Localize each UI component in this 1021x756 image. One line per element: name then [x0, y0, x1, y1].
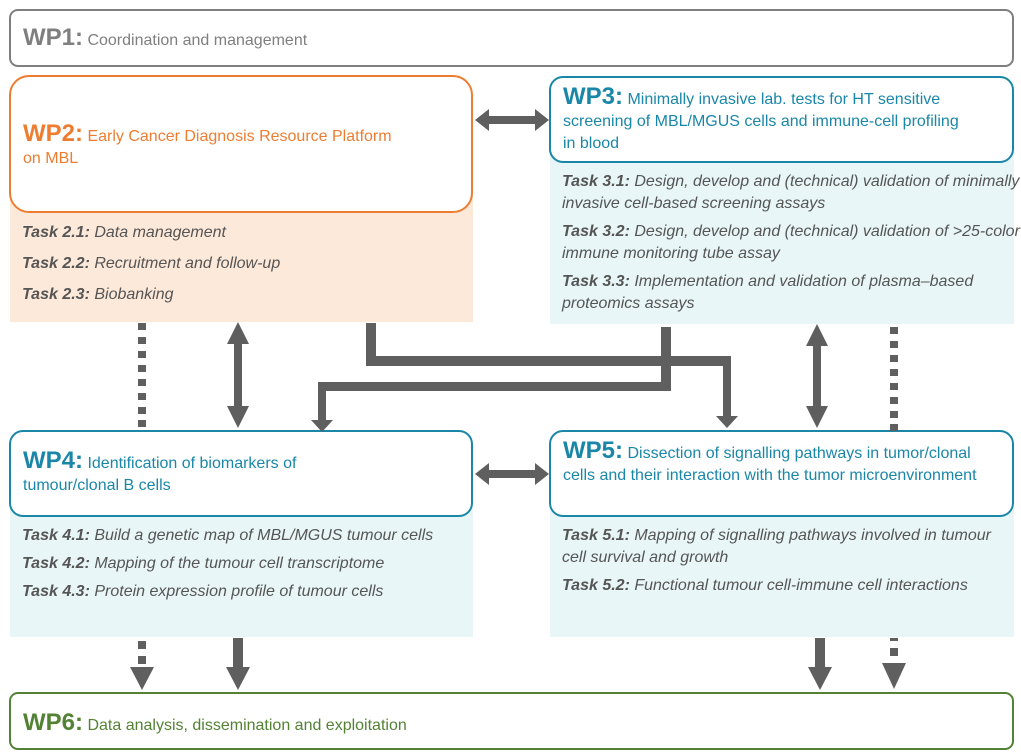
wp3-wp5-dotted-line	[890, 327, 898, 431]
task-item: Task 3.2: Design, develop and (technical…	[562, 223, 1020, 262]
wp3-tasks-panel	[550, 150, 1014, 324]
wp5-wp6-arrow	[808, 638, 832, 690]
wp2-box: WP2: Early Cancer Diagnosis Resource Pla…	[9, 75, 473, 213]
task-item: Task 5.2: Functional tumour cell-immune …	[562, 577, 968, 594]
wp6-title: Data analysis, dissemination and exploit…	[87, 717, 407, 734]
wp3-title: Minimally invasive lab. tests for HT sen…	[563, 91, 959, 152]
task-item: Task 5.1: Mapping of signalling pathways…	[562, 527, 991, 566]
task-item: Task 2.2: Recruitment and follow-up	[22, 255, 281, 272]
wp3-box: WP3: Minimally invasive lab. tests for H…	[549, 76, 1014, 163]
wp2-wp4-double-arrow	[227, 322, 249, 428]
wp4-tasks-panel	[10, 505, 473, 637]
wp4-task-list: Task 4.1: Build a genetic map of MBL/MGU…	[12, 519, 472, 618]
wp6-number: WP6:	[23, 709, 83, 736]
wp1-title: Coordination and management	[87, 32, 308, 49]
wp5-tasks-panel	[550, 505, 1014, 637]
wp5-task-list: Task 5.1: Mapping of signalling pathways…	[552, 519, 1002, 612]
task-item: Task 4.2: Mapping of the tumour cell tra…	[22, 555, 385, 572]
wp4-box: WP4: Identification of biomarkers of tum…	[9, 430, 473, 517]
wp2-wp3-double-arrow	[475, 109, 549, 131]
wp4-number: WP4:	[23, 447, 83, 474]
wp5-box: WP5: Dissection of signalling pathways i…	[549, 430, 1014, 517]
wp5-number: WP5:	[563, 437, 623, 464]
wp1-number: WP1:	[23, 24, 83, 51]
wp1-box: WP1: Coordination and management	[9, 9, 1014, 67]
task-item: Task 3.3: Implementation and validation …	[562, 273, 974, 312]
wp5-title: Dissection of signalling pathways in tum…	[563, 445, 977, 484]
task-item: Task 4.1: Build a genetic map of MBL/MGU…	[22, 527, 434, 544]
task-item: Task 2.1: Data management	[22, 224, 226, 241]
wp4-title: Identification of biomarkers of tumour/c…	[23, 455, 297, 494]
task-item: Task 4.3: Protein expression profile of …	[22, 583, 384, 600]
wp3-wp5-double-arrow	[806, 324, 828, 428]
wp4-wp5-double-arrow	[475, 463, 549, 485]
task-item: Task 2.3: Biobanking	[22, 286, 174, 303]
wp2-wp5-elbow-arrow	[366, 323, 738, 428]
wp2-task-list: Task 2.1: Data management Task 2.2: Recr…	[12, 216, 472, 321]
wp2-tasks-panel	[10, 195, 473, 322]
wp5-wp6-dotted-arrow	[882, 638, 906, 689]
task-item: Task 3.1: Design, develop and (technical…	[562, 173, 1020, 212]
wp2-wp4-dotted-line	[138, 323, 146, 427]
wp3-wp4-elbow-arrow	[311, 327, 671, 432]
wp4-wp6-dotted-arrow	[130, 641, 154, 690]
wp4-wp6-arrow	[226, 638, 250, 690]
wp2-number: WP2:	[23, 120, 83, 147]
wp2-title: Early Cancer Diagnosis Resource Platform…	[23, 128, 392, 167]
wp3-number: WP3:	[563, 83, 623, 110]
wp3-task-list: Task 3.1: Design, develop and (technical…	[552, 165, 1020, 330]
wp6-box: WP6: Data analysis, dissemination and ex…	[9, 692, 1014, 750]
